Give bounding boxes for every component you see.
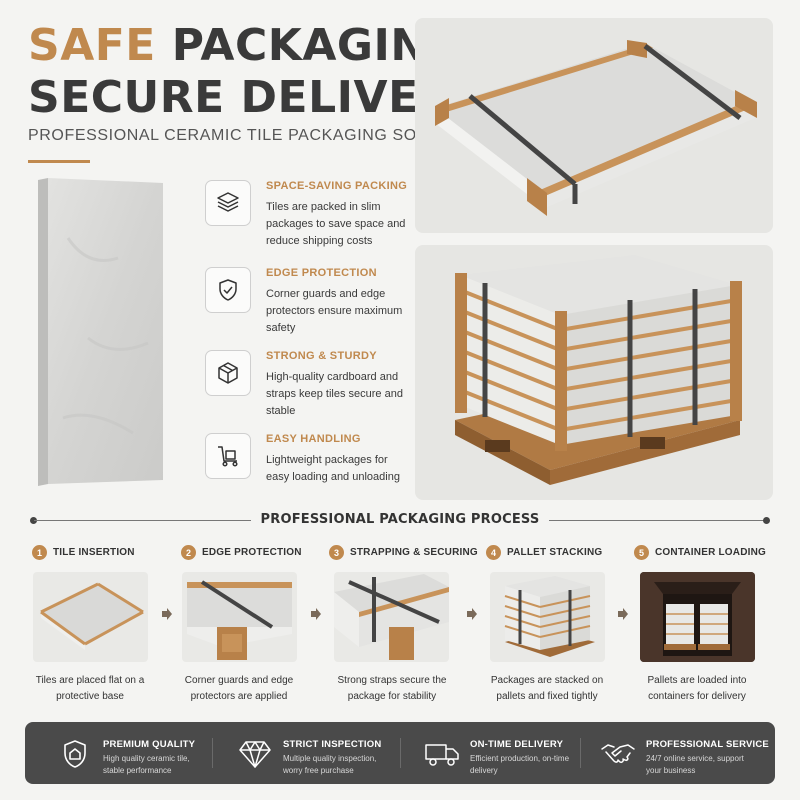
truck-icon [422,734,462,774]
step-3-desc: Strong straps secure the package for sta… [337,675,447,702]
step-3-image [334,572,449,662]
step-3-header: 3 STRAPPING & SECURING [329,545,478,560]
footer-desc: Multiple quality inspection, worry free … [283,754,377,775]
feature-title: SPACE-SAVING PACKING [266,180,408,192]
step-4-header: 4 PALLET STACKING [486,545,602,560]
step-2-desc: Corner guards and edge protectors are ap… [184,675,294,702]
feature-space-saving: SPACE-SAVING PACKING Tiles are packed in… [205,180,407,247]
single-package-image [415,18,773,233]
step-label: EDGE PROTECTION [202,547,302,558]
step-label: TILE INSERTION [53,547,135,558]
footer-on-time-delivery: ON-TIME DELIVERY Efficient production, o… [422,728,582,780]
step-4-image [490,572,605,662]
footer-title: ON-TIME DELIVERY [470,739,564,750]
step-label: STRAPPING & SECURING [350,547,478,558]
footer-title: STRICT INSPECTION [283,739,382,750]
footer-title: PREMIUM QUALITY [103,739,196,750]
handshake-icon [598,734,638,774]
step-label: PALLET STACKING [507,547,603,558]
box-icon [205,350,251,396]
footer-premium-quality: PREMIUM QUALITY High quality ceramic til… [55,728,205,780]
title-accent: SAFE [28,20,156,71]
feature-desc: Tiles are packed in slim packages to sav… [266,201,406,247]
step-2-image [182,572,297,662]
feature-desc: Corner guards and edge protectors ensure… [266,288,403,334]
footer-strict-inspection: STRICT INSPECTION Multiple quality inspe… [235,728,395,780]
feature-title: EDGE PROTECTION [266,267,377,279]
arrow-right-icon [162,608,172,620]
feature-desc: High-quality cardboard and straps keep t… [266,371,403,417]
process-title-text: PROFESSIONAL PACKAGING PROCESS [250,512,550,527]
footer-desc: High quality ceramic tile, stable perfor… [103,754,190,775]
hand-truck-icon [205,433,251,479]
footer-title: PROFESSIONAL SERVICE [646,739,769,750]
step-number: 1 [32,545,47,560]
step-number: 4 [486,545,501,560]
divider-dot-left [30,517,37,524]
feature-strong-sturdy: STRONG & STURDY High-quality cardboard a… [205,350,403,417]
step-5-image [640,572,755,662]
feature-easy-handling: EASY HANDLING Lightweight packages for e… [205,433,400,498]
footer-separator [212,738,213,768]
step-number: 3 [329,545,344,560]
footer-separator [580,738,581,768]
footer-desc: Efficient production, on-time delivery [470,754,570,775]
page-subtitle: PROFESSIONAL CERAMIC TILE PACKAGING SOLU… [28,127,491,144]
shield-check-icon [205,267,251,313]
arrow-right-icon [467,608,477,620]
footer-desc: 24/7 online service, support your busine… [646,754,744,775]
step-1-image [33,572,148,662]
step-2-header: 2 EDGE PROTECTION [181,545,302,560]
pallet-stack-image [415,245,773,500]
shield-icon [55,734,95,774]
title-line-2: SECURE DELIVERY [28,72,483,123]
feature-edge-protection: EDGE PROTECTION Corner guards and edge p… [205,267,402,334]
step-number: 5 [634,545,649,560]
step-1-header: 1 TILE INSERTION [32,545,135,560]
step-5-desc: Pallets are loaded into containers for d… [647,675,747,702]
step-number: 2 [181,545,196,560]
arrow-right-icon [311,608,321,620]
feature-title: STRONG & STURDY [266,350,377,362]
step-label: CONTAINER LOADING [655,547,766,558]
footer-separator [400,738,401,768]
step-5-header: 5 CONTAINER LOADING [634,545,766,560]
step-1-desc: Tiles are placed flat on a protective ba… [35,675,145,702]
diamond-icon [235,734,275,774]
feature-desc: Lightweight packages for easy loading an… [266,454,400,483]
accent-rule [28,160,90,163]
layers-icon [205,180,251,226]
process-title: PROFESSIONAL PACKAGING PROCESS [0,512,800,527]
arrow-right-icon [618,608,628,620]
feature-title: EASY HANDLING [266,433,361,445]
step-4-desc: Packages are stacked on pallets and fixe… [490,675,604,702]
standing-tile-image [38,178,163,486]
divider-dot-right [763,517,770,524]
footer-professional-service: PROFESSIONAL SERVICE 24/7 online service… [598,728,769,780]
